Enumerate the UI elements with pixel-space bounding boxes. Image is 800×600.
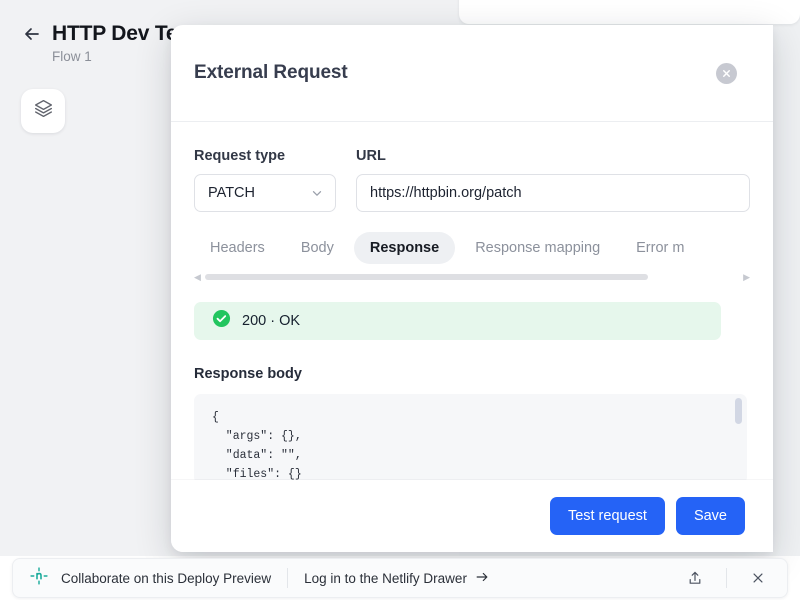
drawer-divider bbox=[287, 568, 288, 588]
status-banner: 200 · OK bbox=[194, 302, 721, 340]
request-type-select[interactable]: PATCH bbox=[194, 174, 336, 212]
page-title: HTTP Dev Te bbox=[52, 22, 177, 46]
response-body-content: { "args": {}, "data": "", "files": {} bbox=[212, 408, 731, 484]
tabs-scrollbar[interactable]: ◀ ▶ bbox=[194, 270, 750, 284]
external-request-modal: External Request Request type PATCH bbox=[171, 25, 773, 552]
save-button[interactable]: Save bbox=[676, 497, 745, 535]
status-text: 200 · OK bbox=[242, 313, 300, 329]
drawer-login-link[interactable]: Log in to the Netlify Drawer bbox=[304, 570, 489, 587]
check-circle-icon bbox=[212, 309, 231, 333]
netlify-drawer: Collaborate on this Deploy Preview Log i… bbox=[12, 558, 788, 598]
top-right-panel bbox=[459, 0, 800, 24]
tab-list: Headers Body Response Response mapping E… bbox=[194, 232, 750, 264]
drawer-left-group: Collaborate on this Deploy Preview bbox=[29, 566, 271, 591]
drawer-message: Collaborate on this Deploy Preview bbox=[61, 571, 271, 586]
tab-response-mapping[interactable]: Response mapping bbox=[459, 232, 616, 264]
drawer-login-label: Log in to the Netlify Drawer bbox=[304, 571, 467, 586]
close-icon[interactable] bbox=[743, 563, 773, 593]
url-label: URL bbox=[356, 148, 750, 164]
url-field: URL bbox=[356, 148, 750, 212]
response-body-code[interactable]: { "args": {}, "data": "", "files": {} bbox=[194, 394, 747, 484]
tabs-container: Headers Body Response Response mapping E… bbox=[194, 232, 750, 284]
flow-title-row: HTTP Dev Te bbox=[22, 22, 177, 46]
tab-headers[interactable]: Headers bbox=[194, 232, 281, 264]
response-body-scroll-thumb[interactable] bbox=[735, 398, 742, 424]
response-body-label: Response body bbox=[194, 366, 750, 382]
modal-footer: Test request Save bbox=[171, 480, 773, 552]
chevron-left-icon[interactable]: ◀ bbox=[194, 273, 201, 282]
tabs-scroll-thumb[interactable] bbox=[205, 274, 648, 280]
arrow-left-icon[interactable] bbox=[22, 24, 42, 44]
layers-icon bbox=[33, 98, 54, 124]
tab-error-mapping[interactable]: Error m bbox=[620, 232, 700, 264]
share-icon[interactable] bbox=[680, 563, 710, 593]
flow-subtitle: Flow 1 bbox=[52, 49, 177, 64]
tab-body[interactable]: Body bbox=[285, 232, 350, 264]
request-type-label: Request type bbox=[194, 148, 336, 164]
drawer-actions bbox=[680, 563, 773, 593]
request-type-value: PATCH bbox=[208, 185, 255, 201]
chevron-right-icon[interactable]: ▶ bbox=[743, 273, 750, 282]
tab-response[interactable]: Response bbox=[354, 232, 455, 264]
test-request-button[interactable]: Test request bbox=[550, 497, 665, 535]
chevron-down-icon bbox=[310, 186, 324, 200]
netlify-logo-icon bbox=[29, 566, 49, 591]
close-icon[interactable] bbox=[716, 63, 737, 84]
tabs-scroll-track[interactable] bbox=[205, 274, 739, 280]
layers-panel-button[interactable] bbox=[21, 89, 65, 133]
url-input[interactable] bbox=[356, 174, 750, 212]
request-type-field: Request type PATCH bbox=[194, 148, 336, 212]
modal-title: External Request bbox=[194, 62, 348, 84]
flow-header: HTTP Dev Te Flow 1 bbox=[22, 22, 177, 64]
drawer-divider-2 bbox=[726, 568, 727, 588]
arrow-right-icon bbox=[475, 570, 489, 587]
modal-body: Request type PATCH URL bbox=[171, 122, 773, 484]
modal-header: External Request bbox=[171, 25, 773, 122]
request-fields-row: Request type PATCH URL bbox=[194, 148, 750, 212]
